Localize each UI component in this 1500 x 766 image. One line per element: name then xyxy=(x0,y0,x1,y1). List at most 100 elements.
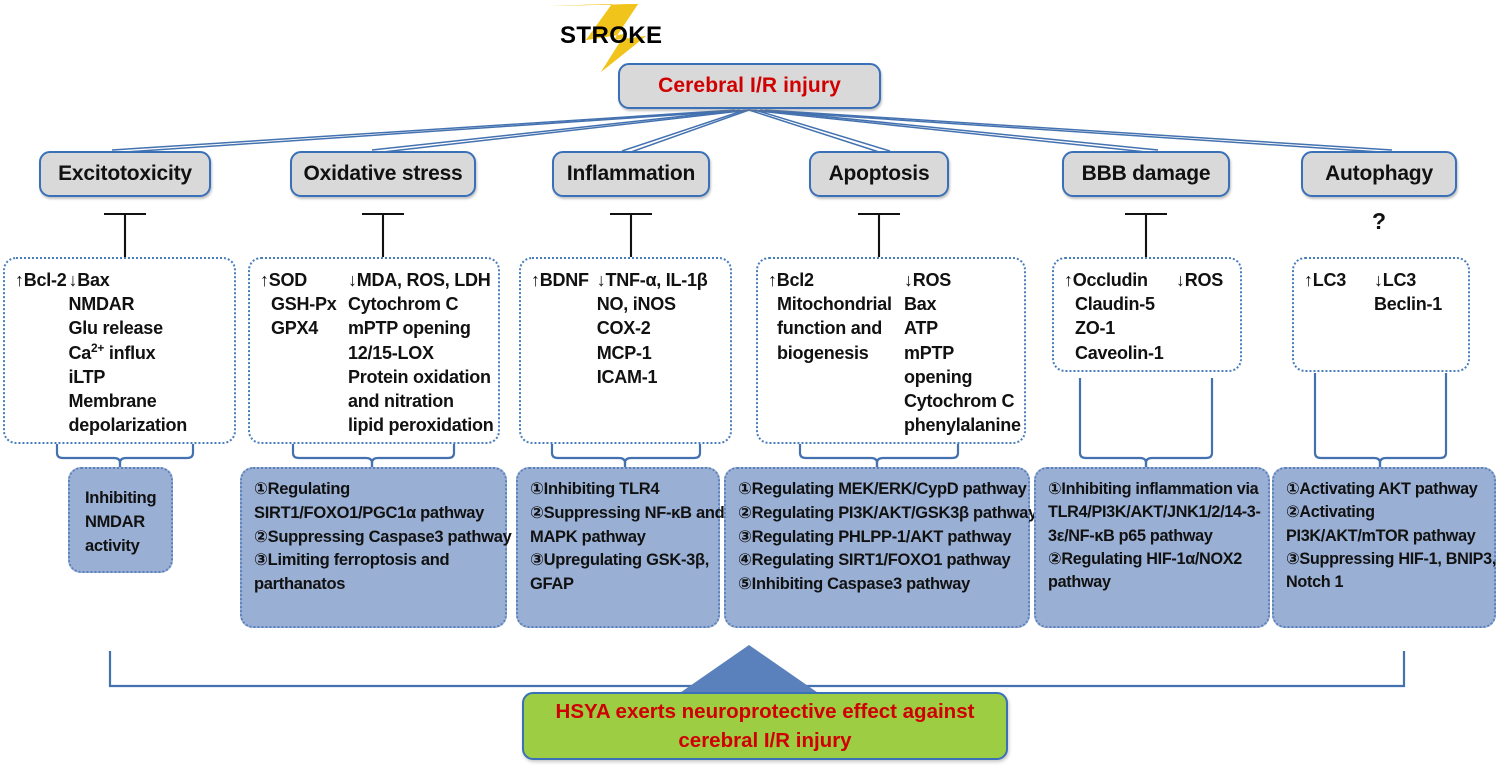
mechanism-line: parthanatos xyxy=(254,575,346,593)
marker-columns: ↑SOD GSH-Px GPX4 ↓MDA, ROS, LDH Cytochro… xyxy=(260,268,494,437)
category-label-inflammation: Inflammation xyxy=(566,162,696,185)
category-label-oxidative-stress: Oxidative stress xyxy=(303,162,463,185)
marker-col-up: ↑Bcl-2 xyxy=(15,268,67,437)
root-node-cerebral-ir-injury[interactable]: Cerebral I/R injury xyxy=(618,63,881,109)
marker-line: Caveolin-1 xyxy=(1075,342,1164,363)
marker-line: MCP-1 xyxy=(596,342,652,363)
marker-line: ↓ROS xyxy=(1176,270,1224,290)
marker-line: ICAM-1 xyxy=(596,366,658,387)
autophagy-question-mark: ? xyxy=(1372,208,1387,234)
mechanism-line: ①Regulating MEK/ERK/CypD pathway xyxy=(738,480,1027,498)
mechanism-text: Inhibiting NMDAR activity xyxy=(85,487,159,558)
marker-line: GPX4 xyxy=(271,318,319,339)
marker-col-up: ↑Bcl2 Mitochondrial function and biogene… xyxy=(768,268,902,437)
mechanism-line: ③Upregulating GSK-3β, xyxy=(530,551,710,570)
category-node-apoptosis[interactable]: Apoptosis xyxy=(809,151,949,197)
marker-line: and nitration xyxy=(348,391,454,412)
marker-box-autophagy: ↑LC3 ↓LC3 Beclin-1 xyxy=(1292,257,1470,372)
marker-line: GSH-Px xyxy=(271,294,337,315)
mechanism-line: ①Inhibiting TLR4 xyxy=(530,480,660,498)
category-node-autophagy[interactable]: Autophagy xyxy=(1301,151,1457,197)
mechanism-line: ③Limiting ferroptosis and xyxy=(254,551,450,570)
marker-line: Protein oxidation xyxy=(348,366,491,387)
marker-columns: ↑LC3 ↓LC3 Beclin-1 xyxy=(1304,268,1458,316)
category-node-bbb-damage[interactable]: BBB damage xyxy=(1062,151,1230,197)
mechanism-text: ①Inhibiting inflammation via TLR4/PI3K/A… xyxy=(1048,478,1261,595)
marker-col-down: ↓ROS Bax ATP mPTP opening Cytochrom C ph… xyxy=(902,268,1021,437)
root-node-label: Cerebral I/R injury xyxy=(658,74,841,97)
mechanism-line: ③Suppressing HIF-1, BNIP3, xyxy=(1286,549,1497,568)
mechanism-line: Inhibiting xyxy=(85,489,157,507)
conclusion-line-1: HSYA exerts neuroprotective effect again… xyxy=(555,699,975,723)
marker-box-oxidative-stress: ↑SOD GSH-Px GPX4 ↓MDA, ROS, LDH Cytochro… xyxy=(248,257,500,444)
mechanism-line: 3ε/NF-κB p65 pathway xyxy=(1048,526,1213,545)
mechanism-line: ②Regulating PI3K/AKT/GSK3β pathway xyxy=(738,503,1037,522)
marker-col-down: ↓LC3 Beclin-1 xyxy=(1364,268,1442,316)
marker-line: 12/15-LOX xyxy=(348,342,434,363)
marker-line: lipid peroxidation xyxy=(348,415,494,436)
mechanism-line: ②Activating xyxy=(1286,503,1375,522)
mechanism-text: ①Inhibiting TLR4 ②Suppressing NF-κB and … xyxy=(530,478,725,597)
marker-line: ↓TNF-α, IL-1β xyxy=(596,270,708,290)
marker-line: ZO-1 xyxy=(1075,318,1116,339)
marker-col-up: ↑Occludin Claudin-5 ZO-1 Caveolin-1 xyxy=(1064,268,1174,365)
marker-line: Glu release xyxy=(68,318,164,339)
conclusion-node[interactable]: HSYA exerts neuroprotective effect again… xyxy=(522,692,1008,760)
marker-line: Cytochrom C xyxy=(904,391,1015,412)
mechanism-box-bbb-damage: ①Inhibiting inflammation via TLR4/PI3K/A… xyxy=(1034,467,1270,628)
marker-line: ↓ROS xyxy=(904,270,952,290)
summary-bracket xyxy=(108,651,1406,688)
category-node-oxidative-stress[interactable]: Oxidative stress xyxy=(290,151,476,197)
mechanism-line: ③Regulating PHLPP-1/AKT pathway xyxy=(738,527,1012,546)
marker-line: mPTP xyxy=(904,342,955,363)
mechanism-line: activity xyxy=(85,536,140,555)
marker-line: ↓LC3 xyxy=(1374,270,1417,290)
marker-line: biogenesis xyxy=(777,342,869,363)
inhibition-connectors xyxy=(104,212,1167,257)
marker-line: Beclin-1 xyxy=(1374,294,1443,315)
mechanism-box-apoptosis: ①Regulating MEK/ERK/CypD pathway ②Regula… xyxy=(724,467,1037,628)
mechanism-text: ①Regulating SIRT1/FOXO1/PGC1α pathway ②S… xyxy=(254,478,512,597)
mechanism-line: NMDAR xyxy=(85,512,145,531)
marker-line: ATP xyxy=(904,318,938,339)
marker-col-up: ↑LC3 xyxy=(1304,268,1364,316)
mechanism-line: ①Inhibiting inflammation via xyxy=(1048,480,1259,498)
marker-line: function and xyxy=(777,318,882,339)
marker-line: COX-2 xyxy=(596,318,651,339)
marker-line: iLTP xyxy=(68,366,106,387)
category-label-excitotoxicity: Excitotoxicity xyxy=(58,162,192,185)
marker-line: mPTP opening xyxy=(348,318,471,339)
category-label-bbb-damage: BBB damage xyxy=(1081,162,1211,185)
mechanism-line: ④Regulating SIRT1/FOXO1 pathway xyxy=(738,551,1011,570)
mechanism-line: ①Regulating xyxy=(254,480,350,498)
marker-line: ↑Occludin xyxy=(1064,270,1148,290)
marker-line: Mitochondrial xyxy=(777,294,892,315)
marker-box-excitotoxicity: ↑Bcl-2 ↓Bax NMDAR Glu release Ca2+ influ… xyxy=(3,257,236,444)
marker-line: ↑Bcl-2 xyxy=(15,270,67,290)
mechanism-box-autophagy: ①Activating AKT pathway ②Activating PI3K… xyxy=(1272,467,1496,628)
marker-line: depolarization xyxy=(68,415,188,436)
marker-line: ↑BDNF xyxy=(531,270,589,290)
marker-line: Claudin-5 xyxy=(1075,294,1155,315)
mechanism-box-oxidative-stress: ①Regulating SIRT1/FOXO1/PGC1α pathway ②S… xyxy=(240,467,512,628)
marker-line: Cytochrom C xyxy=(348,294,459,315)
category-node-excitotoxicity[interactable]: Excitotoxicity xyxy=(39,151,211,197)
mechanism-line: Notch 1 xyxy=(1286,573,1344,592)
marker-col-down: ↓Bax NMDAR Glu release Ca2+ influx iLTP … xyxy=(67,268,188,437)
marker-line: ↑Bcl2 xyxy=(768,270,814,290)
stroke-label: STROKE xyxy=(560,22,663,49)
mechanism-text: ①Regulating MEK/ERK/CypD pathway ②Regula… xyxy=(738,478,1037,597)
mechanism-box-inflammation: ①Inhibiting TLR4 ②Suppressing NF-κB and … xyxy=(516,467,725,628)
marker-col-up: ↑SOD GSH-Px GPX4 xyxy=(260,268,346,437)
marker-columns: ↑Bcl-2 ↓Bax NMDAR Glu release Ca2+ influ… xyxy=(15,268,224,437)
mechanism-text: ①Activating AKT pathway ②Activating PI3K… xyxy=(1286,478,1497,595)
marker-columns: ↑Occludin Claudin-5 ZO-1 Caveolin-1 ↓ROS xyxy=(1064,268,1230,365)
mechanism-line: ②Suppressing Caspase3 pathway xyxy=(254,527,512,546)
category-node-inflammation[interactable]: Inflammation xyxy=(552,151,710,197)
marker-box-bbb-damage: ↑Occludin Claudin-5 ZO-1 Caveolin-1 ↓ROS xyxy=(1052,257,1242,372)
mechanism-line: pathway xyxy=(1048,573,1111,592)
category-label-apoptosis: Apoptosis xyxy=(828,162,930,185)
marker-line: Membrane xyxy=(68,391,157,412)
marker-line: ↓Bax xyxy=(68,270,110,290)
marker-col-up: ↑BDNF xyxy=(531,268,589,389)
